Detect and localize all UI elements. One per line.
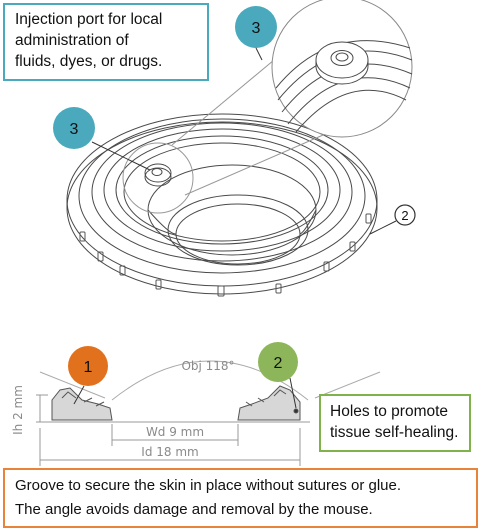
cross-section (36, 360, 381, 466)
injection-port-callout: Injection port for local administration … (3, 3, 209, 81)
height-label: Ih 2 mm (11, 385, 25, 435)
implant-diameter-label: Id 18 mm (141, 445, 198, 459)
groove-callout: Groove to secure the skin in place witho… (3, 468, 478, 528)
rim-holes (79, 213, 372, 297)
injection-line-1: Injection port for local (15, 11, 163, 28)
objective-angle-label: Obj 118° (181, 359, 234, 373)
implant-ring-drawing (66, 54, 378, 297)
holes-callout: Holes to promote tissue self-healing. (319, 394, 471, 452)
window-width-label: Wd 9 mm (146, 425, 204, 439)
port-zoom-marker-circle (235, 6, 277, 48)
groove-line-1: Groove to secure the skin in place witho… (15, 477, 402, 494)
holes-line-1: Holes to promote (330, 403, 449, 420)
injection-line-2: administration of (15, 32, 129, 49)
hole-marker-circle (394, 204, 416, 226)
port-marker-label: 3 (70, 121, 79, 138)
injection-line-3: fluids, dyes, or drugs. (15, 53, 163, 70)
groove-marker-label: 1 (84, 359, 93, 376)
groove-marker-circle (68, 346, 108, 386)
port-zoom-marker-label: 3 (252, 20, 261, 37)
port-zoom-detail (271, 0, 413, 138)
holes-line-2: tissue self-healing. (330, 424, 459, 441)
groove-line-2: The angle avoids damage and removal by t… (15, 501, 373, 518)
port-marker-circle (53, 107, 95, 149)
section-hole-marker-label: 2 (274, 355, 283, 372)
hole-marker-label: 2 (401, 208, 408, 223)
section-hole-marker-circle (258, 342, 298, 382)
